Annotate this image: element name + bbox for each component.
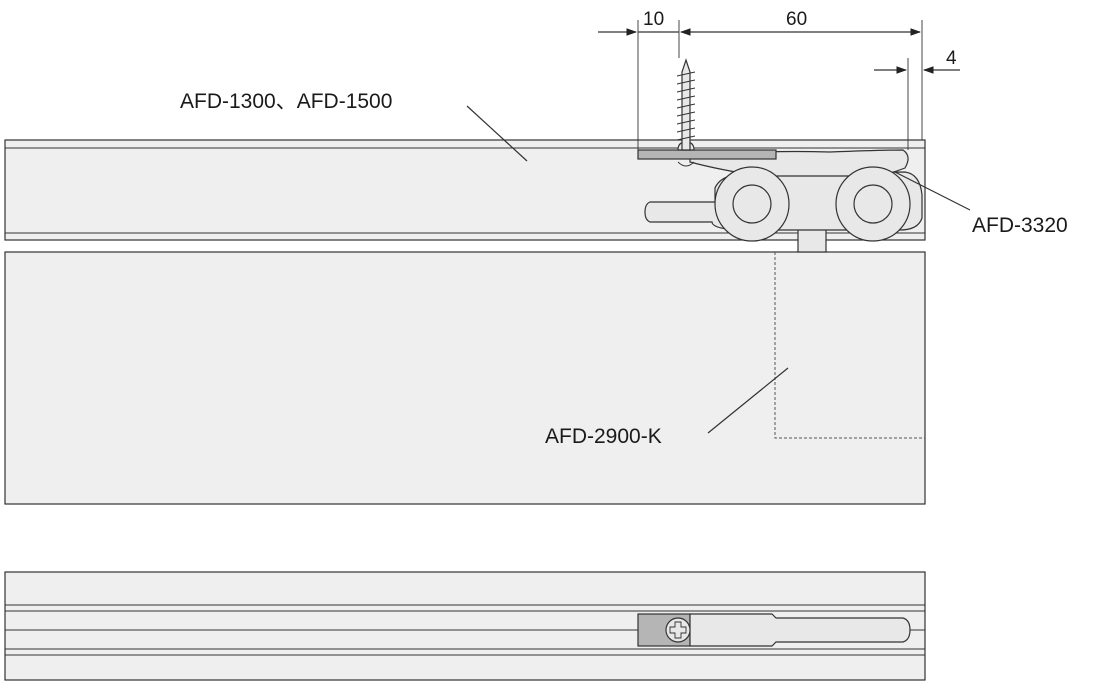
plan-arm [689,613,911,647]
dim-60: 60 [786,9,807,30]
screw [676,58,696,151]
label-roller: AFD-3320 [972,214,1068,237]
screw-head-icon [665,617,691,643]
phillips-cross-icon [669,621,687,639]
label-door: AFD-2900-K [545,425,662,448]
door-bracket-outline [774,252,925,439]
hanger-post [797,227,827,253]
wheel-right-hub [853,184,893,224]
leader-door [707,367,789,434]
plan-view-roller [637,613,911,647]
mounting-plate [637,149,777,160]
door-panel [4,251,926,505]
leader-roller [894,171,971,211]
dimension-lines [598,20,960,150]
dim-4: 4 [946,48,957,69]
wheel-left-hub [732,184,772,224]
roller-assembly [637,141,923,253]
label-rail: AFD-1300、AFD-1500 [180,90,392,113]
dim-10: 10 [643,9,664,30]
leader-rail [466,105,528,162]
